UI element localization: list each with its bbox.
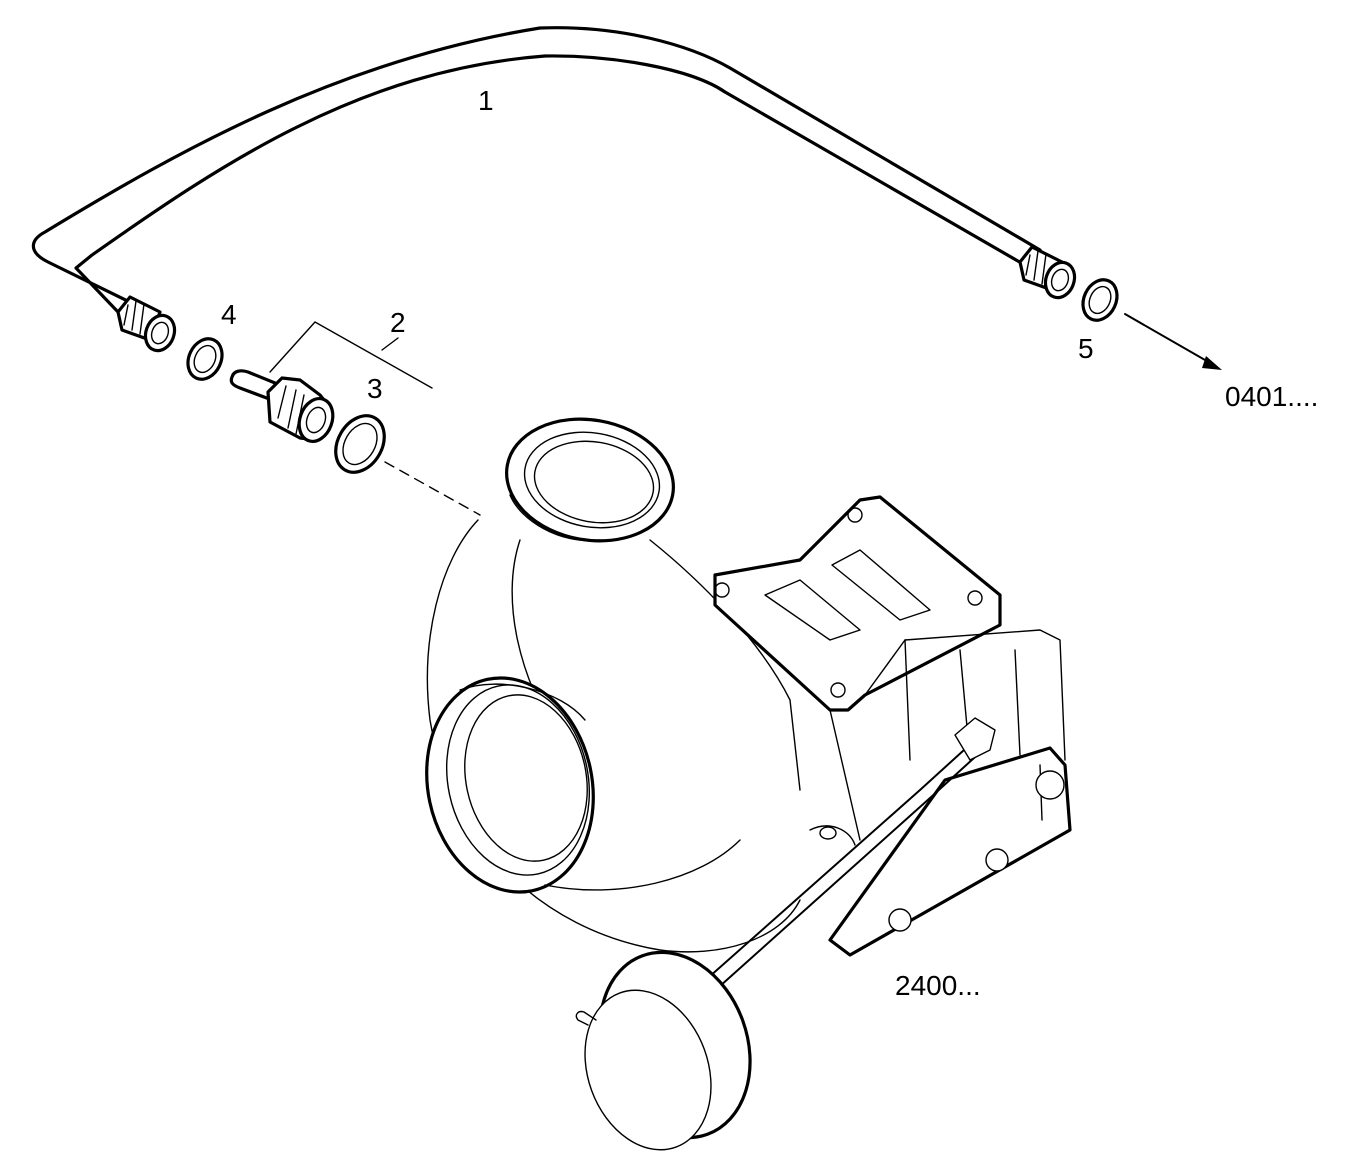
callout-1: 1: [478, 85, 494, 116]
sealing-washer-icon: [1081, 278, 1119, 322]
turbocharger-icon: [425, 417, 1072, 1151]
connector-fitting-icon: [229, 369, 335, 443]
sealing-washer-icon: [334, 414, 386, 474]
callout-3: 3: [367, 373, 383, 404]
pipe-right-fitting: [1018, 245, 1077, 300]
leader-lines-item-2: [269, 321, 433, 389]
sealing-washer-icon: [186, 337, 224, 381]
callout-4: 4: [221, 299, 237, 330]
reference-0401: 0401....: [1225, 381, 1318, 412]
oil-pipe-icon: [31, 26, 1077, 353]
pipe-left-fitting: [116, 295, 177, 353]
callout-2: 2: [390, 307, 406, 338]
assembly-dashed-line: [384, 461, 481, 516]
reference-2400: 2400...: [895, 970, 981, 1001]
callout-5: 5: [1078, 333, 1094, 364]
arrow-right-icon: [1124, 313, 1222, 370]
